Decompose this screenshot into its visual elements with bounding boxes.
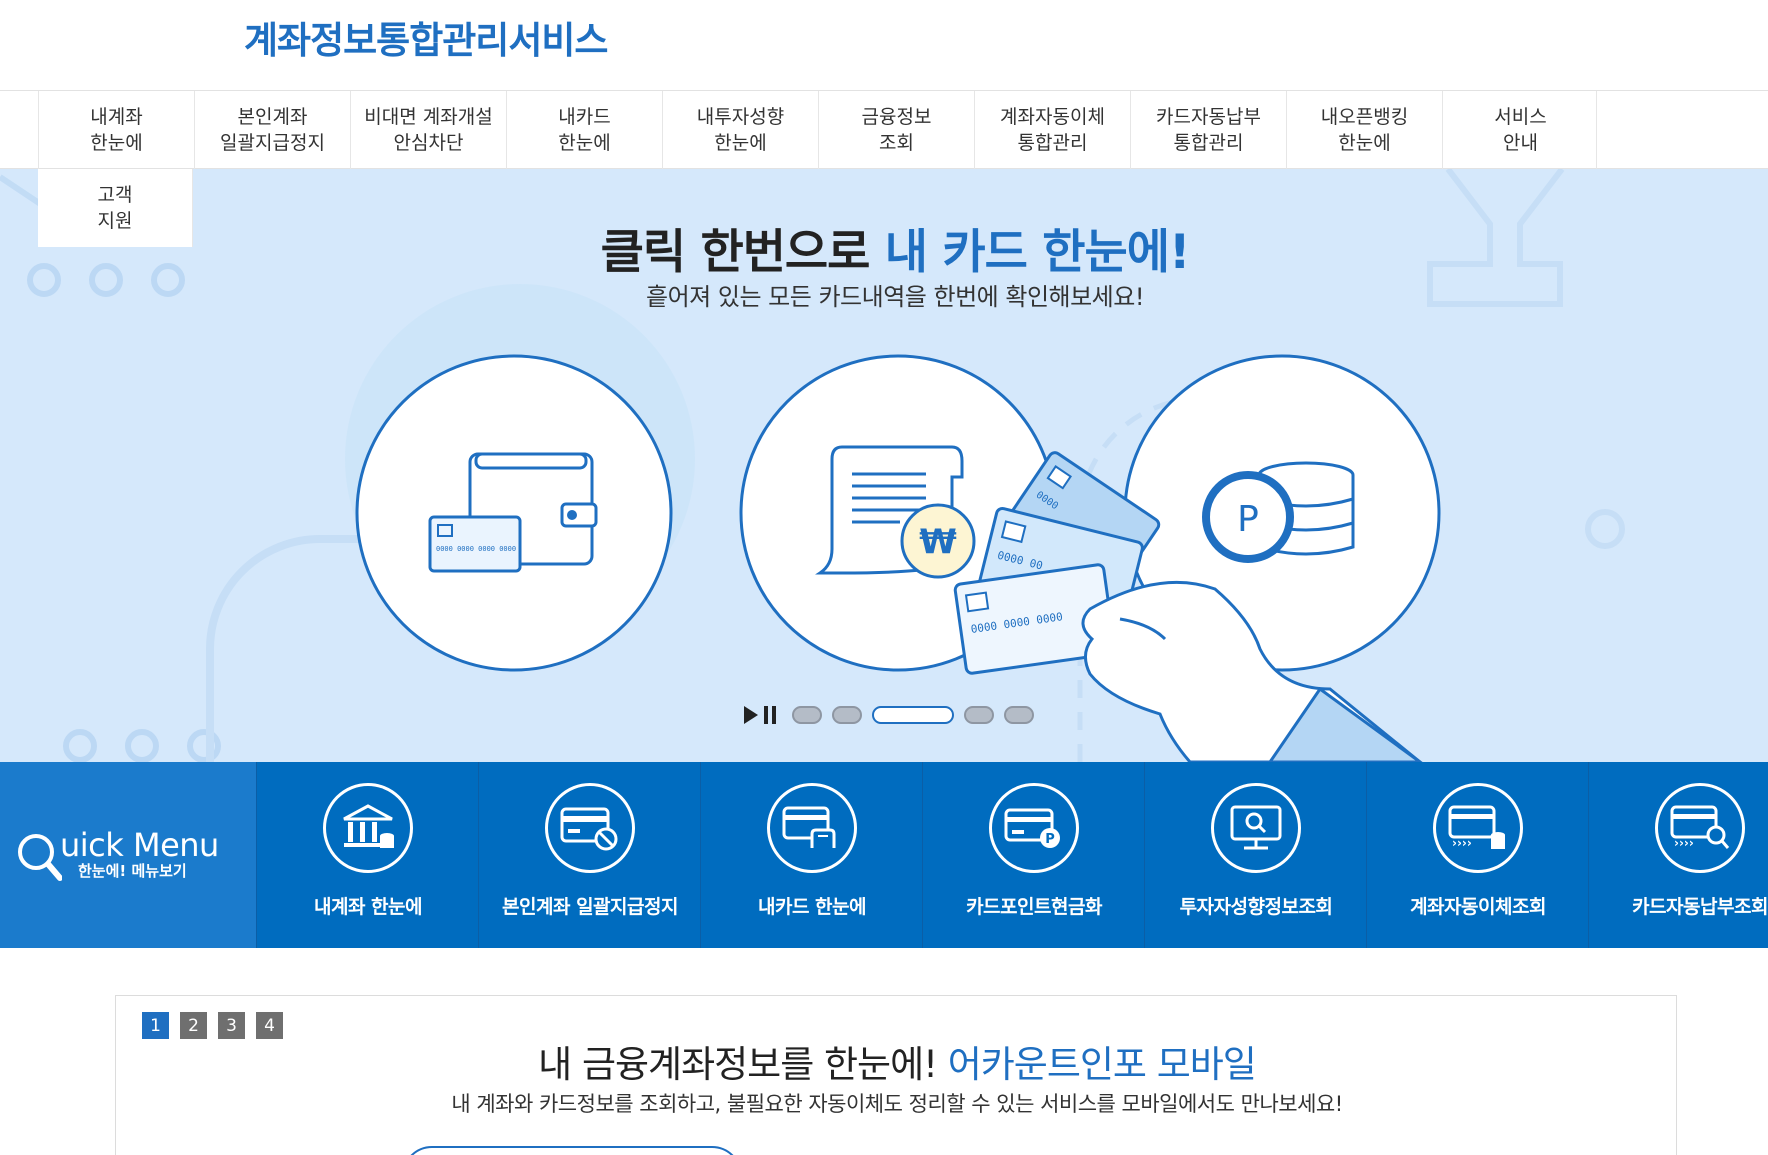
- svg-text:››››: ››››: [1452, 836, 1472, 850]
- slider-dot[interactable]: [964, 706, 994, 724]
- pager-button-3[interactable]: 3: [218, 1012, 245, 1039]
- nav-label: 서비스 안내: [1494, 106, 1547, 154]
- hero-illustration: 0000 0000 0000 0000 ₩: [355, 354, 1441, 762]
- quick-icon-circle: ››››: [1433, 783, 1523, 873]
- quick-menu-header: uick Menu 한눈에! 메뉴보기: [0, 762, 256, 948]
- nav-label: 계좌자동이체 통합관리: [1000, 106, 1105, 154]
- magnifier-icon: [18, 834, 62, 881]
- nav-item-my-accounts[interactable]: 내계좌 한눈에: [38, 91, 194, 169]
- quick-icon-circle: P: [989, 783, 1079, 873]
- quick-item-label: 내카드 한눈에: [758, 896, 867, 918]
- quick-icon-circle: [323, 783, 413, 873]
- hero-title: 클릭 한번으로 내 카드 한눈에!: [0, 213, 1768, 282]
- site-title[interactable]: 계좌정보통합관리서비스: [244, 19, 608, 62]
- card-block-icon: [560, 807, 618, 851]
- quick-menu: uick Menu 한눈에! 메뉴보기 내계좌 한눈에: [0, 762, 1768, 948]
- slider-dot[interactable]: [792, 706, 822, 724]
- cards-hand-illustration: 0000 0000 00 0000 0000 0000: [953, 451, 1423, 762]
- hero-subtitle: 흩어져 있는 모든 카드내역을 한번에 확인해보세요!: [646, 283, 1144, 311]
- header: 계좌정보통합관리서비스: [0, 0, 1768, 90]
- point-icon: P: [1237, 499, 1259, 540]
- won-icon: ₩: [919, 522, 957, 562]
- quick-item-my-accounts[interactable]: 내계좌 한눈에: [256, 762, 478, 948]
- nav-item-customer-support[interactable]: 고객 지원: [38, 169, 193, 247]
- card-search-icon: ››››: [1670, 805, 1730, 850]
- nav-label: 금융정보 조회: [861, 106, 932, 154]
- nav-label: 내투자성향 한눈에: [696, 106, 785, 154]
- quick-item-label: 계좌자동이체조회: [1410, 896, 1546, 918]
- main-nav: 내계좌 한눈에 본인계좌 일괄지급정지 비대면 계좌개설 안심차단 내카드 한눈…: [0, 90, 1768, 169]
- quick-item-investment-profile[interactable]: 투자자성향정보조회: [1144, 762, 1366, 948]
- play-pause-button[interactable]: [742, 703, 782, 727]
- pager-button-4[interactable]: 4: [256, 1012, 283, 1039]
- nav-item-service-info[interactable]: 서비스 안내: [1442, 91, 1598, 169]
- promo-subtitle: 내 계좌와 카드정보를 조회하고, 불필요한 자동이체도 정리할 수 있는 서비…: [451, 1092, 1343, 1116]
- promo-title: 내 금융계좌정보를 한눈에! 어카운트인포 모바일: [116, 1034, 1678, 1088]
- bank-icon: [343, 804, 394, 848]
- promo-button[interactable]: [402, 1146, 742, 1155]
- svg-text:››››: ››››: [1674, 836, 1694, 850]
- promo-pager: 1 2 3 4: [142, 1012, 283, 1039]
- card-point-icon: P: [1004, 808, 1060, 848]
- nav-label: 내계좌 한눈에: [90, 106, 143, 154]
- receipt-icon: ₩: [815, 445, 976, 579]
- transfer-icon: ››››: [1448, 805, 1505, 850]
- nav-item-auto-transfer[interactable]: 계좌자동이체 통합관리: [974, 91, 1130, 169]
- wallet-icon: 0000 0000 0000 0000: [428, 452, 598, 573]
- nav-item-my-cards[interactable]: 내카드 한눈에: [506, 91, 662, 169]
- quick-icon-circle: [1211, 783, 1301, 873]
- quick-item-card-points[interactable]: P 카드포인트현금화: [922, 762, 1144, 948]
- monitor-search-icon: [1230, 805, 1282, 850]
- nav-divider: [1596, 91, 1597, 169]
- nav-item-financial-info[interactable]: 금융정보 조회: [818, 91, 974, 169]
- quick-item-label: 본인계좌 일괄지급정지: [502, 896, 678, 918]
- quick-menu-subtitle: 한눈에! 메뉴보기: [78, 862, 187, 880]
- promo-title-accent: 어카운트인포 모바일: [947, 1043, 1257, 1086]
- mobile-promo-box: 1 2 3 4 내 금융계좌정보를 한눈에! 어카운트인포 모바일 내 계좌와 …: [115, 995, 1677, 1155]
- nav-label: 내오픈뱅킹 한눈에: [1320, 106, 1409, 154]
- quick-icon-circle: ››››: [1655, 783, 1745, 873]
- quick-icon-circle: [767, 783, 857, 873]
- slider-controls: [742, 702, 1034, 728]
- nav-label: 비대면 계좌개설 안심차단: [364, 106, 493, 154]
- pager-button-1[interactable]: 1: [142, 1012, 169, 1039]
- quick-item-card-autopay[interactable]: ›››› 카드자동납부조회: [1588, 762, 1768, 948]
- nav-item-remote-opening-block[interactable]: 비대면 계좌개설 안심차단: [350, 91, 506, 169]
- slider-dot[interactable]: [832, 706, 862, 724]
- hero-title-main: 클릭 한번으로: [600, 225, 885, 280]
- quick-menu-title: uick Menu: [60, 826, 219, 864]
- svg-text:P: P: [1045, 832, 1055, 847]
- svg-text:0000 0000 0000 0000: 0000 0000 0000 0000: [436, 545, 516, 553]
- quick-item-label: 투자자성향정보조회: [1179, 896, 1333, 918]
- nav-label: 본인계좌 일괄지급정지: [220, 106, 325, 154]
- play-pause-icon: [744, 706, 776, 724]
- nav-label: 카드자동납부 통합관리: [1156, 106, 1261, 154]
- quick-item-account-stop[interactable]: 본인계좌 일괄지급정지: [478, 762, 700, 948]
- nav-label: 고객 지원: [97, 184, 133, 232]
- nav-item-card-autopay[interactable]: 카드자동납부 통합관리: [1130, 91, 1286, 169]
- slider-dot-active[interactable]: [872, 706, 954, 724]
- slider-dot[interactable]: [1004, 706, 1034, 724]
- quick-item-label: 카드포인트현금화: [966, 896, 1102, 918]
- quick-item-my-cards[interactable]: 내카드 한눈에: [700, 762, 922, 948]
- quick-item-label: 내계좌 한눈에: [314, 896, 423, 918]
- nav-item-open-banking[interactable]: 내오픈뱅킹 한눈에: [1286, 91, 1442, 169]
- point-coins-icon: P: [1202, 461, 1355, 563]
- hero-banner: 클릭 한번으로 내 카드 한눈에! 흩어져 있는 모든 카드내역을 한번에 확인…: [0, 169, 1768, 762]
- quick-item-auto-transfer[interactable]: ›››› 계좌자동이체조회: [1366, 762, 1588, 948]
- nav-item-investment-profile[interactable]: 내투자성향 한눈에: [662, 91, 818, 169]
- hero-title-accent: 내 카드 한눈에!: [884, 225, 1191, 280]
- quick-item-label: 카드자동납부조회: [1632, 896, 1768, 918]
- promo-title-main: 내 금융계좌정보를 한눈에!: [538, 1043, 948, 1086]
- card-hand-icon: [782, 806, 836, 848]
- pager-button-2[interactable]: 2: [180, 1012, 207, 1039]
- nav-label: 내카드 한눈에: [558, 106, 611, 154]
- quick-icon-circle: [545, 783, 635, 873]
- nav-item-account-stop[interactable]: 본인계좌 일괄지급정지: [194, 91, 350, 169]
